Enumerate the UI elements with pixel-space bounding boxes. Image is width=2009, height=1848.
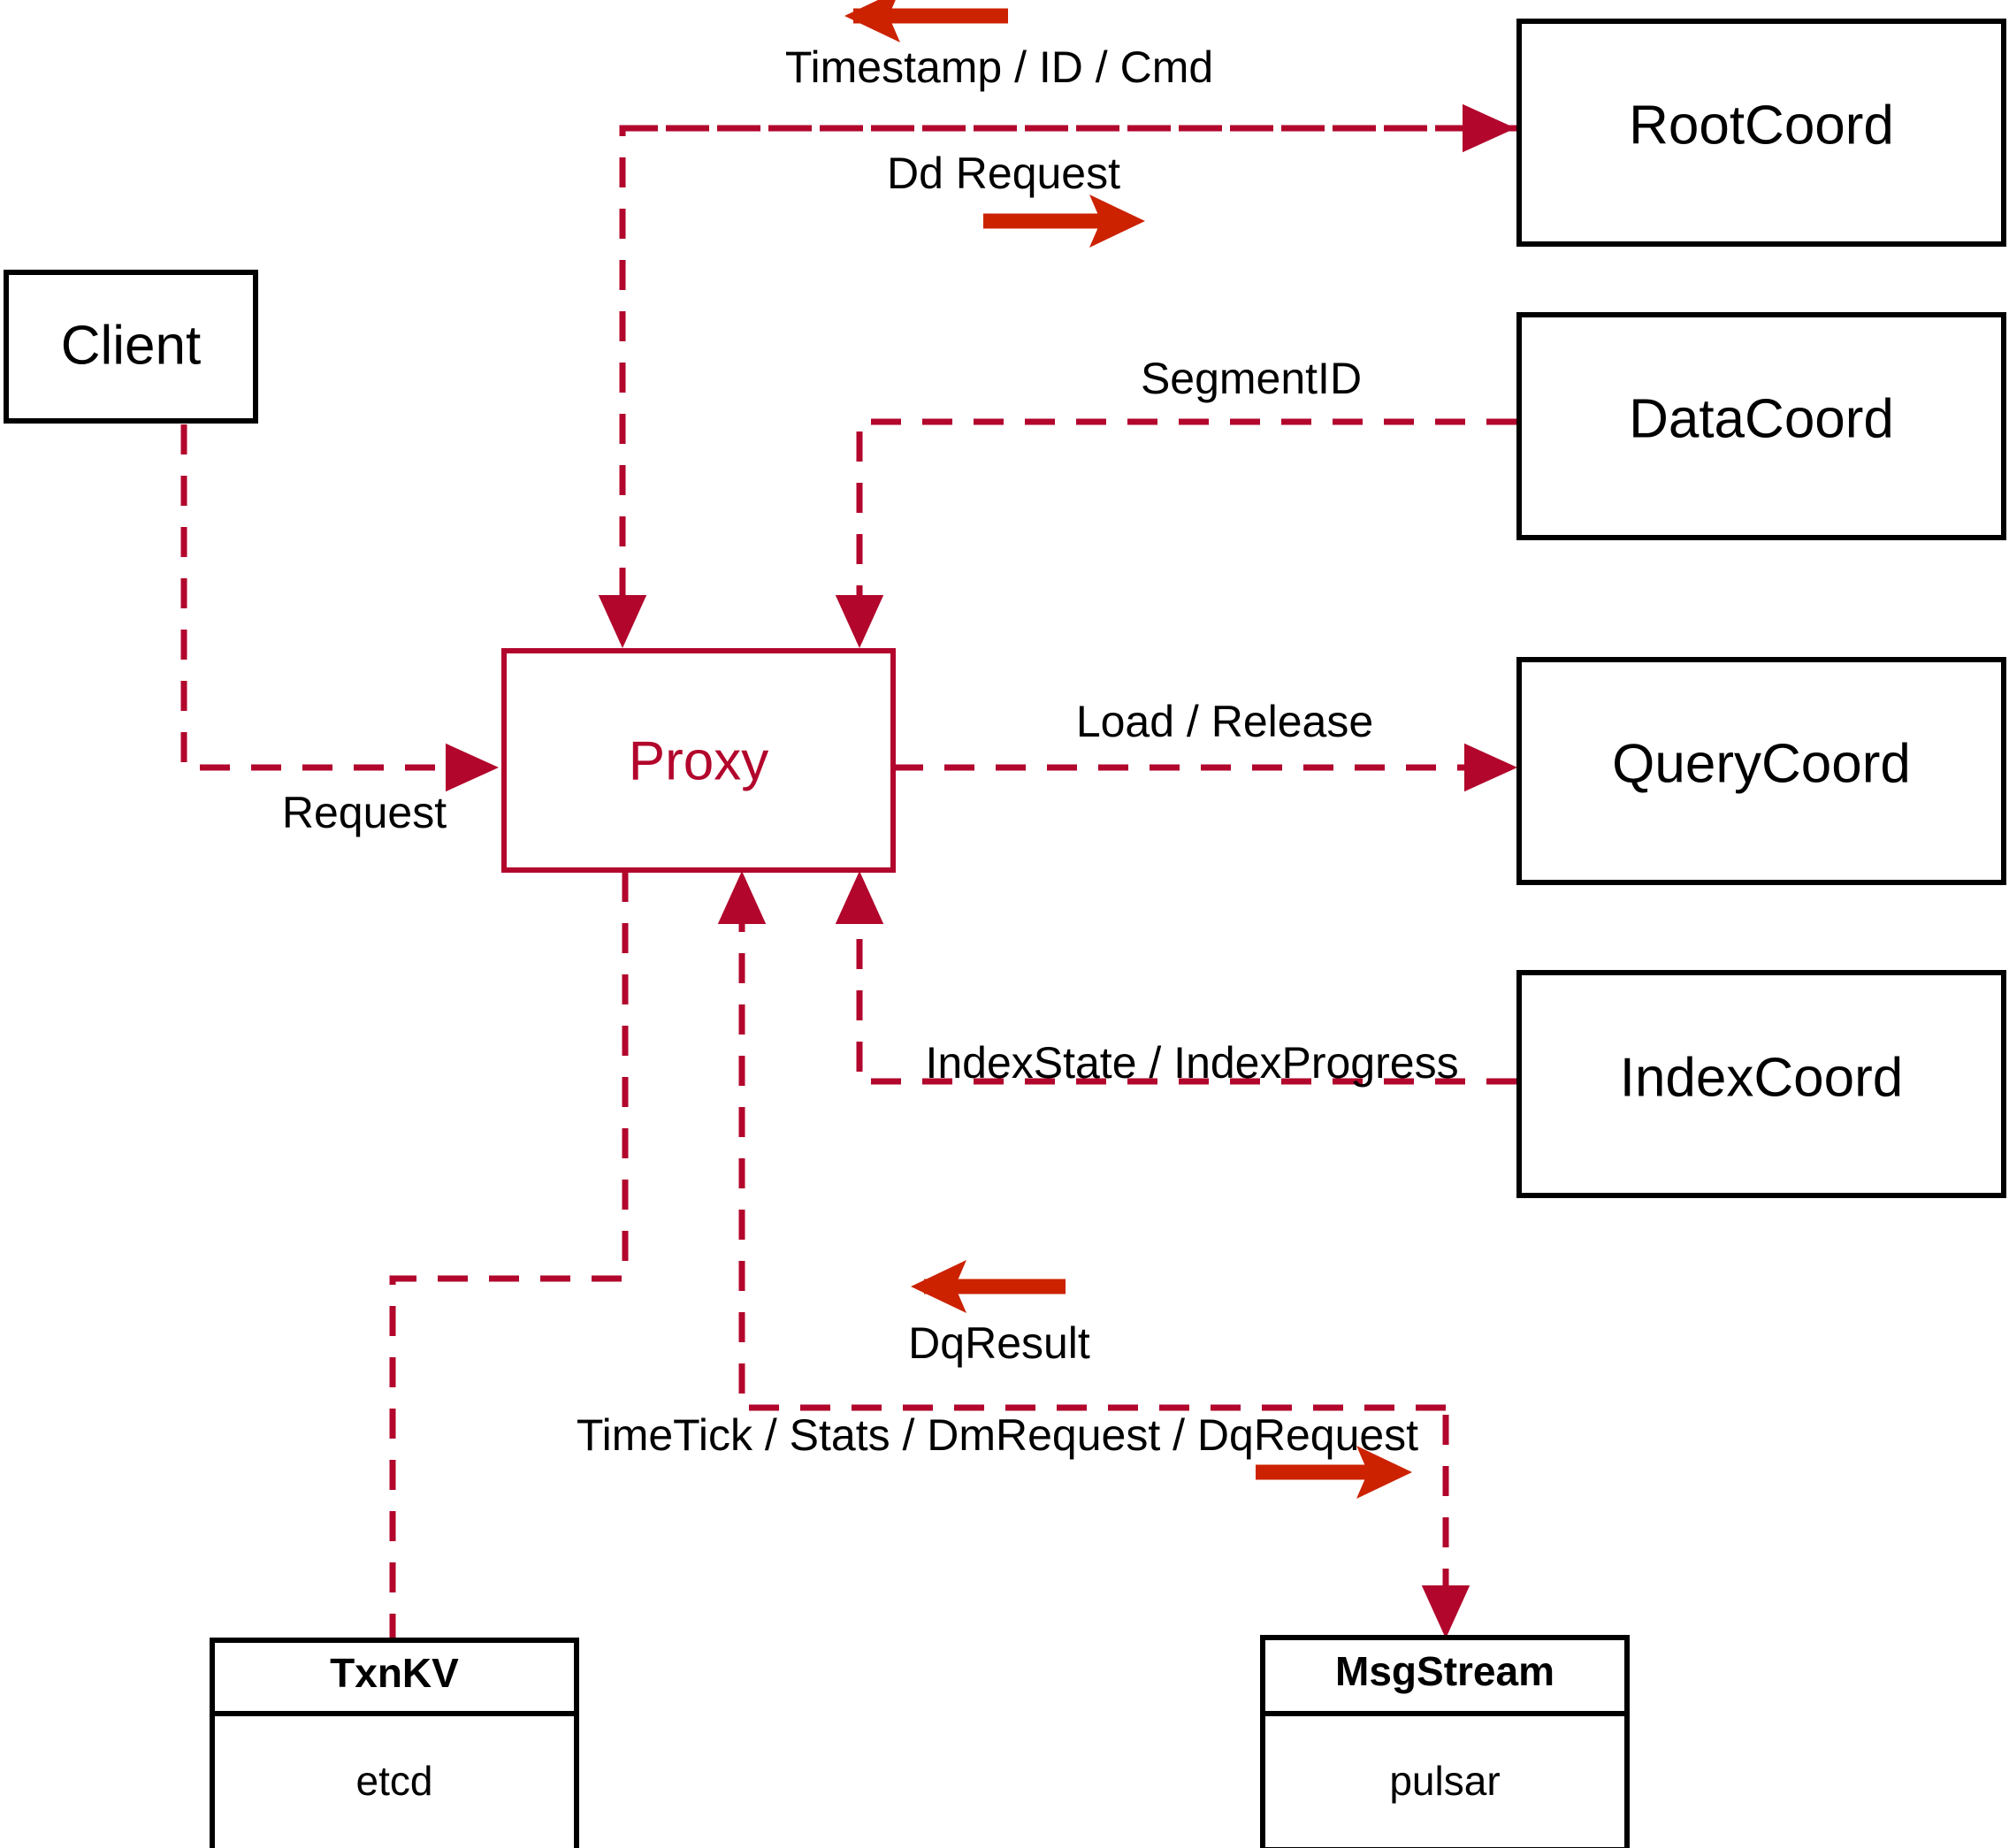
node-indexcoord[interactable]: IndexCoord — [1516, 970, 2006, 1198]
direction-arrow-dm-dq-request — [1256, 1446, 1412, 1499]
node-txnkv-label: TxnKV — [330, 1650, 459, 1696]
node-rootcoord[interactable]: RootCoord — [1516, 19, 2006, 247]
direction-arrow-timestamp — [844, 0, 1008, 42]
node-querycoord[interactable]: QueryCoord — [1516, 657, 2006, 885]
edge-label-dd-request: Dd Request — [887, 149, 1120, 198]
edge-label-segment-id: SegmentID — [1141, 354, 1362, 403]
edge-dq-result — [717, 870, 1446, 1411]
edge-label-dq-result: DqResult — [908, 1318, 1090, 1368]
node-proxy-label: Proxy — [629, 730, 768, 791]
node-msgstream[interactable]: MsgStream pulsar — [1260, 1635, 1630, 1848]
node-datacoord[interactable]: DataCoord — [1516, 312, 2006, 540]
edge-label-timestamp: Timestamp / ID / Cmd — [785, 42, 1213, 92]
edge-label-index-state: IndexState / IndexProgress — [925, 1038, 1458, 1088]
node-txnkv-sublabel: etcd — [356, 1758, 433, 1804]
node-msgstream-sublabel: pulsar — [1389, 1758, 1500, 1804]
node-client-label: Client — [61, 315, 202, 376]
edge-proxy-txnkv — [389, 872, 629, 1640]
direction-arrow-dq-result — [911, 1260, 1066, 1313]
edge-index-state — [835, 870, 1516, 1085]
node-txnkv[interactable]: TxnKV etcd — [210, 1638, 579, 1848]
direction-arrow-dd-request — [983, 195, 1145, 248]
node-msgstream-label: MsgStream — [1335, 1648, 1554, 1694]
node-datacoord-label: DataCoord — [1629, 388, 1894, 449]
edge-label-load-release: Load / Release — [1076, 697, 1373, 746]
node-indexcoord-label: IndexCoord — [1620, 1047, 1904, 1108]
edge-request — [180, 424, 500, 792]
node-proxy[interactable]: Proxy — [501, 648, 896, 873]
node-querycoord-label: QueryCoord — [1612, 733, 1911, 794]
edge-segment-id — [835, 418, 1516, 649]
edge-timestamp-id-cmd — [598, 125, 1516, 649]
edge-label-request: Request — [282, 788, 447, 837]
edge-label-timetick-stats: TimeTick / Stats / DmRequest / DqRequest — [577, 1410, 1418, 1460]
node-client[interactable]: Client — [4, 270, 258, 424]
node-rootcoord-label: RootCoord — [1629, 95, 1894, 156]
